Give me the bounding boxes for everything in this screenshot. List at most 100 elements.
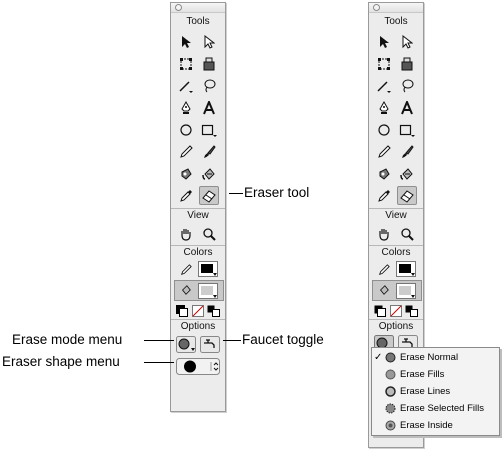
tools-section-label: Tools	[384, 16, 408, 27]
menu-item-label: Erase Inside	[400, 420, 453, 431]
close-icon[interactable]	[175, 4, 182, 11]
swap-colors-icon	[207, 305, 220, 317]
no-color-button[interactable]	[190, 301, 205, 320]
eraser-tool[interactable]	[397, 186, 417, 205]
line-icon	[377, 80, 391, 93]
rectangle-icon	[201, 124, 217, 137]
text-tool[interactable]	[397, 98, 417, 117]
paint-bucket-tool[interactable]	[397, 164, 417, 183]
fill-color-label	[374, 280, 394, 299]
pen-tool[interactable]	[176, 98, 196, 117]
lasso-icon	[204, 79, 216, 92]
text-tool[interactable]	[199, 98, 219, 117]
arrow-tool[interactable]	[374, 32, 394, 51]
ink-bottle-tool[interactable]	[176, 164, 196, 183]
fill-color-icon	[198, 282, 218, 299]
pencil-icon	[378, 144, 391, 158]
zoom-tool[interactable]	[397, 224, 417, 243]
line-tool[interactable]	[374, 76, 394, 95]
menu-item-erase-fills[interactable]: Erase Fills	[372, 366, 499, 383]
pen-icon	[181, 100, 191, 114]
colors-section-label: Colors	[381, 247, 411, 258]
pencil-tool[interactable]	[374, 142, 394, 161]
free-transform-tool[interactable]	[176, 54, 196, 73]
faucet-toggle[interactable]	[199, 335, 221, 354]
erase-selected-fills-icon	[385, 403, 396, 414]
eyedropper-icon	[378, 189, 390, 202]
fill-transform-icon	[203, 57, 215, 70]
eraser-shape-menu[interactable]	[175, 357, 221, 376]
erase-lines-icon	[385, 386, 396, 397]
lasso-tool[interactable]	[199, 76, 219, 95]
zoom-tool[interactable]	[199, 224, 219, 243]
stroke-color-well[interactable]	[395, 259, 417, 278]
close-icon[interactable]	[373, 4, 380, 11]
menu-item-erase-lines[interactable]: Erase Lines	[372, 383, 499, 400]
eraser-tool-callout: Eraser tool	[244, 185, 310, 200]
free-transform-icon	[180, 57, 192, 70]
erase-mode-menu[interactable]	[175, 335, 197, 354]
eyedropper-tool[interactable]	[374, 186, 394, 205]
menu-item-erase-selected-fills[interactable]: Erase Selected Fills	[372, 400, 499, 417]
brush-tool[interactable]	[199, 142, 219, 161]
lasso-tool[interactable]	[397, 76, 417, 95]
panel-titlebar[interactable]	[171, 3, 225, 13]
fill-transform-tool[interactable]	[199, 54, 219, 73]
fill-color-label	[176, 280, 196, 299]
free-transform-tool[interactable]	[374, 54, 394, 73]
rectangle-tool[interactable]	[397, 120, 417, 139]
brush-icon	[204, 144, 216, 158]
fill-transform-tool[interactable]	[397, 54, 417, 73]
fill-color-well[interactable]	[395, 281, 417, 300]
pencil-icon	[180, 144, 193, 158]
black-white-button[interactable]	[174, 301, 189, 320]
black-white-button[interactable]	[372, 301, 387, 320]
no-color-button[interactable]	[388, 301, 403, 320]
faucet-toggle-callout: Faucet toggle	[242, 332, 324, 347]
no-color-icon	[191, 304, 204, 317]
brush-tool[interactable]	[397, 142, 417, 161]
swap-colors-button[interactable]	[206, 301, 222, 320]
pencil-icon	[379, 263, 390, 275]
paint-bucket-icon	[202, 167, 215, 180]
hand-icon	[181, 228, 191, 241]
rectangle-icon	[399, 124, 415, 137]
menu-item-label: Erase Selected Fills	[400, 403, 484, 414]
eraser-shape-menu-callout: Eraser shape menu	[2, 354, 120, 369]
stroke-color-well[interactable]	[197, 259, 219, 278]
subselect-tool[interactable]	[199, 32, 219, 51]
hand-tool[interactable]	[176, 224, 196, 243]
stroke-color-label	[176, 260, 196, 279]
no-color-icon	[389, 304, 402, 317]
menu-item-label: Erase Fills	[400, 369, 445, 380]
eyedropper-tool[interactable]	[176, 186, 196, 205]
paint-bucket-tool[interactable]	[199, 164, 219, 183]
eraser-tool[interactable]	[199, 186, 219, 205]
view-section-label: View	[385, 210, 407, 221]
pen-tool[interactable]	[374, 98, 394, 117]
ink-bottle-icon	[181, 167, 192, 180]
options-section-label: Options	[180, 321, 216, 332]
fill-color-well[interactable]	[197, 281, 219, 300]
hand-tool[interactable]	[374, 224, 394, 243]
panel-titlebar[interactable]	[369, 3, 423, 13]
swap-colors-icon	[405, 305, 418, 317]
menu-item-erase-normal[interactable]: ✓ Erase Normal	[372, 349, 499, 366]
oval-icon	[378, 123, 390, 136]
oval-tool[interactable]	[374, 120, 394, 139]
arrow-tool[interactable]	[176, 32, 196, 51]
line-tool[interactable]	[176, 76, 196, 95]
ink-bottle-icon	[379, 167, 390, 180]
pencil-tool[interactable]	[176, 142, 196, 161]
eraser-icon	[202, 189, 216, 203]
oval-tool[interactable]	[176, 120, 196, 139]
erase-mode-menu-callout: Erase mode menu	[12, 332, 123, 347]
ink-bottle-tool[interactable]	[374, 164, 394, 183]
subselect-tool[interactable]	[397, 32, 417, 51]
erase-mode-popup-menu: ✓ Erase Normal Erase Fills Erase Lines E…	[371, 347, 500, 436]
subselect-icon	[402, 34, 413, 49]
rectangle-tool[interactable]	[199, 120, 219, 139]
swap-colors-button[interactable]	[404, 301, 420, 320]
view-section-label: View	[187, 210, 209, 221]
menu-item-erase-inside[interactable]: Erase Inside	[372, 417, 499, 434]
